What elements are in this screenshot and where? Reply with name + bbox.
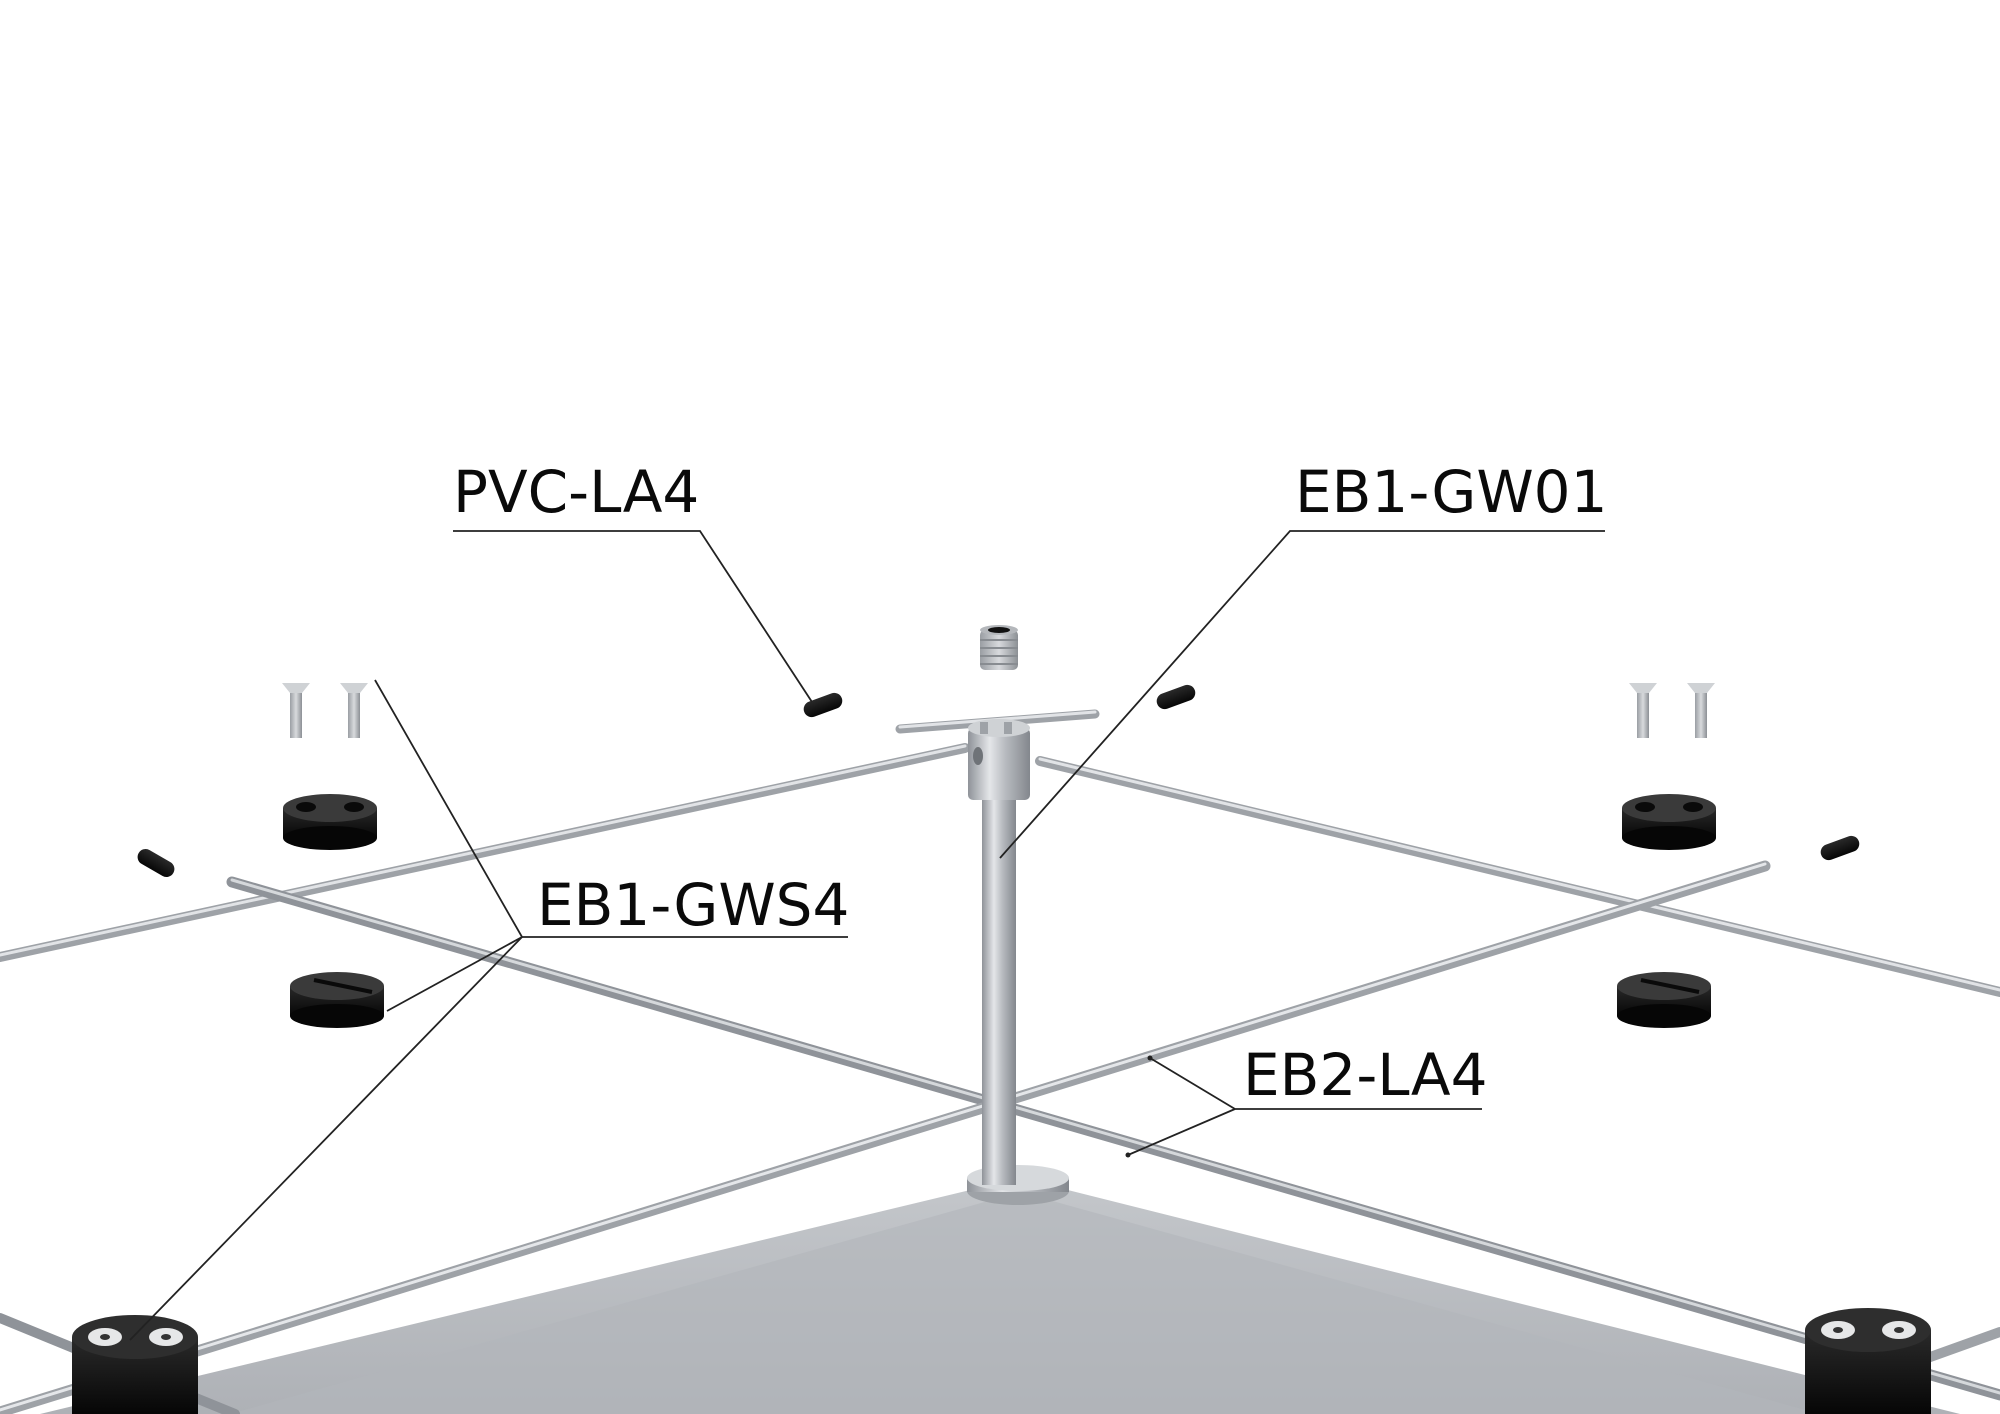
callout-label: EB1-GWS4 [537,871,849,939]
leader-line [453,530,813,703]
leader-line [999,530,1605,859]
leader-line [129,936,523,1341]
end-cap [1156,684,1196,710]
cable [0,860,1771,1414]
clamp-top-left [283,794,377,850]
clamp-bottom-right [1617,972,1711,1028]
leader-line [1127,1108,1236,1156]
corner-block-right [1805,1308,1931,1414]
screw [340,683,368,738]
end-cap [803,692,843,718]
threaded-insert [980,625,1018,670]
left-screw-pair [282,683,368,738]
callout-eb2-la4: EB2-LA4 [1125,1041,1488,1158]
callout-pvc-la4: PVC-LA4 [453,458,813,703]
callout-label: EB1-GW01 [1295,458,1608,526]
screw [1629,683,1657,738]
cable [0,743,970,962]
callout-eb1-gws4: EB1-GWS4 [129,679,849,1341]
right-screw-pair [1629,683,1715,738]
base-panel [40,1178,1960,1414]
callout-eb1-gw01: EB1-GW01 [999,458,1608,859]
end-cap [137,849,175,877]
screw [1687,683,1715,738]
clamp-top-right [1622,794,1716,850]
callout-label: EB2-LA4 [1243,1041,1488,1109]
cable [226,876,2000,1401]
central-post [967,719,1069,1205]
corner-block-left [72,1315,198,1414]
clamp-bottom-left [290,972,384,1028]
callout-label: PVC-LA4 [453,458,699,526]
screw [282,683,310,738]
cable [1035,756,2000,997]
leader-line [386,936,523,1012]
end-cap [1820,835,1860,861]
